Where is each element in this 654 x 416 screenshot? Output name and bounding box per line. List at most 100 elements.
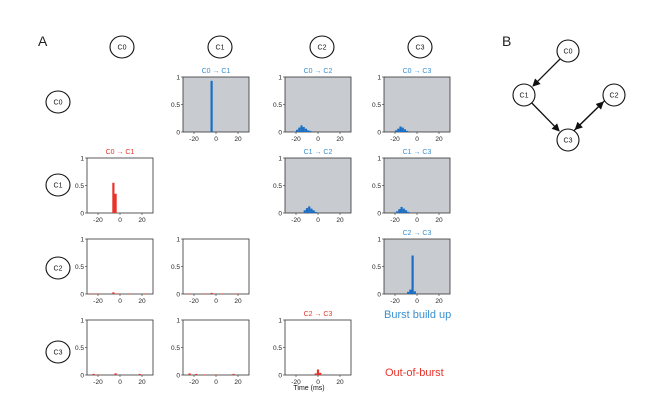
x-tick-label: 0 (214, 379, 218, 386)
y-tick-label: 0.5 (273, 345, 282, 352)
histogram-bar (397, 128, 400, 132)
y-tick-label: 0 (278, 129, 282, 136)
row-header-label-c2: C2 (54, 266, 63, 273)
histogram-bar (400, 206, 403, 213)
histogram-bar (143, 293, 146, 295)
histogram-bar (398, 209, 401, 213)
panel-frame (182, 319, 250, 376)
y-tick-label: 1 (278, 317, 282, 324)
histogram-bar (210, 80, 213, 132)
panel-title: C1 → C3 (403, 149, 432, 156)
y-tick-label: 0.5 (75, 264, 84, 271)
y-tick-label: 1 (176, 317, 180, 324)
column-header-label-c2: C2 (318, 45, 327, 52)
histogram-bar (396, 211, 399, 213)
histogram-bar (302, 127, 305, 132)
histogram-bar (305, 208, 309, 213)
y-tick-label: 0.5 (75, 183, 84, 190)
x-tick-label: 20 (138, 217, 146, 224)
y-tick-label: 0.5 (273, 183, 282, 190)
y-tick-label: 1 (377, 155, 381, 162)
x-tick-label: -20 (291, 379, 301, 386)
row-header-node-c0 (45, 90, 71, 114)
histogram-bar (114, 373, 117, 375)
graph-node-c0 (556, 39, 580, 63)
histogram-bar (195, 373, 198, 375)
graph-node-c1 (512, 83, 536, 107)
histogram-bar (409, 289, 412, 294)
x-tick-label: 0 (118, 298, 122, 305)
row-header-node-c2 (45, 256, 71, 280)
y-tick-label: 1 (278, 74, 282, 81)
y-tick-label: 0 (176, 372, 180, 379)
histogram-bar (406, 130, 409, 132)
panel-frame (86, 157, 154, 214)
row-header-label-c1: C1 (54, 183, 63, 190)
histogram-bar (316, 369, 320, 375)
edge-c3-c2 (573, 101, 604, 131)
histogram-bar (203, 374, 207, 376)
histogram-bar (403, 129, 406, 132)
y-tick-label: 0.5 (171, 264, 180, 271)
x-tick-label: -20 (93, 298, 103, 305)
panel-frame (284, 157, 352, 214)
histogram-bar (203, 293, 207, 295)
histogram-bar (399, 126, 402, 132)
panel-title: C2 → C3 (304, 311, 333, 318)
y-tick-label: 0.5 (273, 102, 282, 109)
edge-c1-c3 (531, 102, 560, 132)
x-tick-label: 20 (234, 379, 242, 386)
histogram-bar (407, 291, 410, 294)
x-tick-label: 20 (138, 379, 146, 386)
panel-title: C0 → C1 (202, 68, 231, 75)
y-tick-label: 0 (80, 291, 84, 298)
column-header-node-c2 (309, 35, 335, 59)
x-tick-label: 0 (415, 136, 419, 143)
y-tick-label: 1 (278, 155, 282, 162)
column-header-node-c1 (207, 35, 233, 59)
histogram-bar (298, 127, 301, 132)
histogram-bar (112, 292, 115, 294)
x-tick-label: -20 (390, 298, 400, 305)
x-tick-label: 0 (118, 379, 122, 386)
column-header-node-c0 (109, 35, 135, 59)
histogram-bar (96, 374, 100, 376)
y-tick-label: 0 (80, 210, 84, 217)
row-header-node-c3 (45, 340, 71, 364)
legend-out-of-burst: Out-of-burst (385, 367, 444, 379)
histogram-bar (308, 206, 311, 213)
x-tick-label: 20 (336, 217, 344, 224)
x-tick-label: 0 (316, 136, 320, 143)
panel-title: C2 → C3 (403, 230, 432, 237)
histogram-bar (312, 210, 315, 213)
x-tick-label: -20 (93, 217, 103, 224)
panel-label-b: B (502, 33, 511, 49)
histogram-bar (92, 373, 95, 375)
graph-node-label-c0: C0 (564, 49, 573, 56)
panel-frame (383, 157, 451, 214)
histogram-bar (221, 293, 224, 295)
panel-title: C1 → C2 (304, 149, 333, 156)
histogram-bar (304, 128, 307, 132)
x-tick-label: 0 (214, 298, 218, 305)
x-tick-label: 20 (435, 217, 443, 224)
histogram-bar (114, 193, 117, 213)
column-header-label-c1: C1 (216, 45, 225, 52)
panel-frame (86, 238, 154, 295)
panel-frame (383, 76, 451, 133)
histogram-bar (401, 127, 404, 132)
x-tick-label: -20 (291, 217, 301, 224)
panel-frame (284, 76, 352, 133)
histogram-bar (188, 293, 191, 295)
